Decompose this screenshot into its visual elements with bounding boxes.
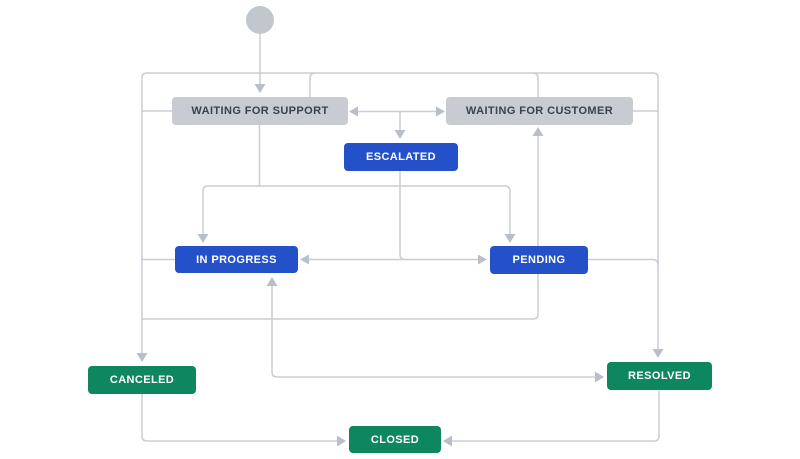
status-pending[interactable]: PENDING bbox=[490, 246, 588, 274]
status-label: RESOLVED bbox=[628, 370, 691, 382]
edge-canceled-to-closed bbox=[141, 393, 340, 442]
arrowhead-into-pending-left bbox=[478, 254, 487, 265]
status-in-progress[interactable]: IN PROGRESS bbox=[175, 246, 298, 273]
edge-in-progress-resolved-link bbox=[271, 283, 598, 378]
status-waiting-for-customer[interactable]: WAITING FOR CUSTOMER bbox=[446, 97, 633, 125]
arrowhead-into-wfc-bottom bbox=[532, 127, 544, 136]
arrowhead-into-in-progress-top bbox=[197, 234, 209, 243]
arrowhead-into-wfs-right bbox=[349, 106, 358, 117]
arrowhead-into-pending-top bbox=[504, 234, 516, 243]
edge-stub-wfc-top bbox=[532, 72, 539, 98]
status-label: ESCALATED bbox=[365, 151, 436, 163]
start-node[interactable] bbox=[246, 6, 274, 34]
status-resolved[interactable]: RESOLVED bbox=[607, 362, 712, 390]
edge-stub-wfs-top bbox=[309, 72, 316, 98]
arrowhead-into-in-progress-right bbox=[300, 254, 309, 265]
status-label: WAITING FOR SUPPORT bbox=[191, 105, 329, 117]
arrowhead-into-resolved-top bbox=[652, 349, 664, 358]
arrowhead-into-canceled-top bbox=[136, 353, 148, 362]
edge-escalated-tail bbox=[399, 171, 406, 261]
arrowhead-into-waiting-for-support-top bbox=[254, 84, 266, 93]
status-label: PENDING bbox=[512, 254, 566, 266]
status-waiting-for-support[interactable]: WAITING FOR SUPPORT bbox=[172, 97, 348, 125]
status-label: CLOSED bbox=[370, 433, 420, 446]
arrowhead-into-closed-right bbox=[443, 435, 452, 447]
status-closed[interactable]: CLOSED bbox=[349, 426, 441, 453]
arrowhead-into-escalated-top bbox=[394, 130, 406, 139]
edge-cancel-resolve-rail bbox=[141, 72, 659, 354]
status-label: CANCELED bbox=[109, 374, 175, 386]
arrowhead-into-wfc-left bbox=[436, 106, 445, 117]
status-canceled[interactable]: CANCELED bbox=[88, 366, 196, 394]
arrowhead-into-resolved-left bbox=[595, 371, 604, 383]
status-label: WAITING FOR CUSTOMER bbox=[465, 105, 614, 117]
edge-resolved-to-closed bbox=[449, 390, 660, 442]
arrowhead-into-in-progress-bottom bbox=[266, 277, 278, 286]
edge-stub-pending-right bbox=[587, 258, 659, 266]
arrowhead-into-closed-left bbox=[337, 435, 346, 447]
status-escalated[interactable]: ESCALATED bbox=[344, 143, 458, 171]
edge-wfs-split-rail bbox=[202, 185, 511, 236]
edge-pending-bottom-to-cancel-rail bbox=[141, 273, 539, 320]
status-label: IN PROGRESS bbox=[196, 253, 277, 266]
